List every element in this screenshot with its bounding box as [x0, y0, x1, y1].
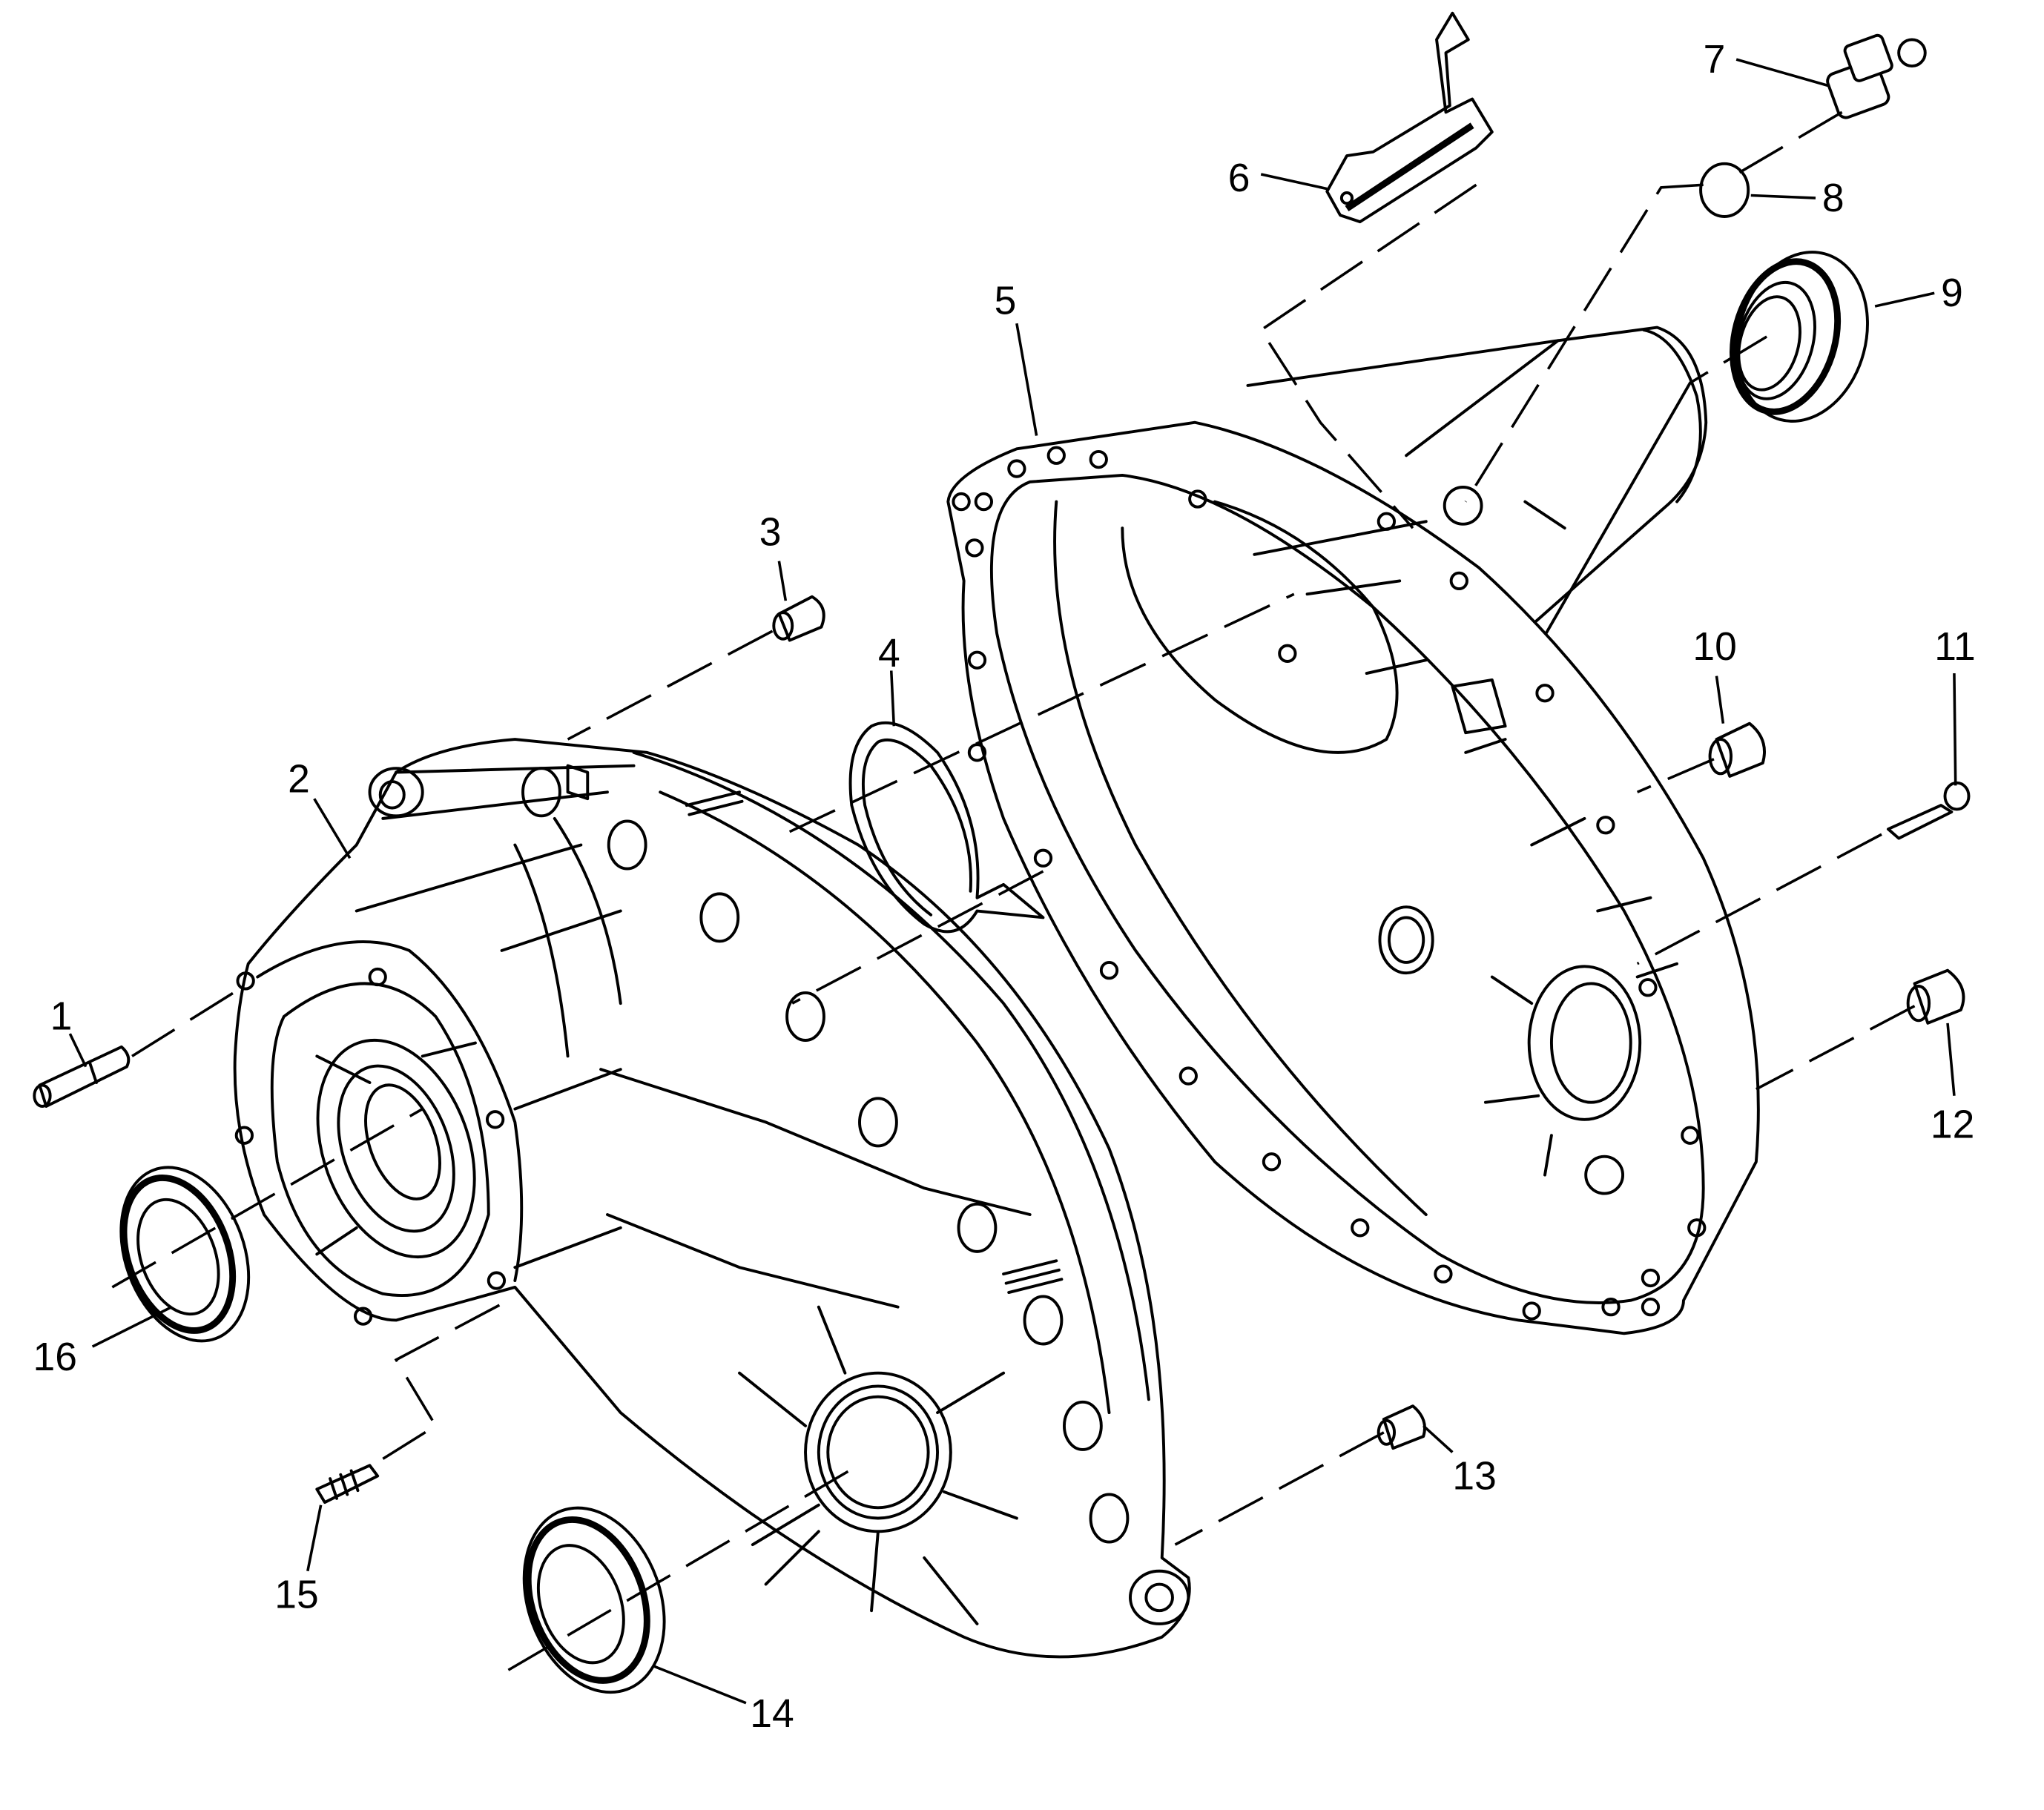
bushing-12 — [1906, 968, 1965, 1025]
bolt-11 — [1886, 781, 1971, 840]
callout-label: 2 — [288, 757, 310, 801]
callout-8: 8 — [1750, 176, 1844, 220]
callout-3: 3 — [759, 510, 788, 601]
callout-10: 10 — [1692, 625, 1737, 724]
callout-7: 7 — [1704, 38, 1830, 87]
dowel-sleeve-13 — [1377, 1404, 1426, 1450]
callout-label: 8 — [1822, 176, 1844, 220]
dowel-pin — [33, 1045, 131, 1108]
vent-fitting — [315, 1464, 380, 1505]
callout-2: 2 — [288, 757, 352, 859]
snap-ring — [848, 721, 1045, 934]
callout-label: 16 — [33, 1335, 77, 1379]
callout-label: 13 — [1452, 1454, 1496, 1498]
callout-label: 7 — [1704, 38, 1726, 82]
callout-label: 3 — [759, 510, 782, 554]
callout-label: 4 — [878, 632, 900, 676]
callout-label: 6 — [1228, 156, 1250, 200]
input-seal — [119, 1166, 251, 1343]
rear-housing — [946, 326, 1760, 1335]
callout-12: 12 — [1931, 1023, 1974, 1147]
callouts: 1 2 3 4 5 6 7 8 — [33, 38, 1976, 1736]
callout-label: 9 — [1941, 271, 1963, 315]
front-housing — [233, 738, 1191, 1659]
callout-label: 15 — [274, 1573, 318, 1617]
callout-9: 9 — [1874, 271, 1963, 315]
bolt-holes — [952, 446, 1707, 1321]
callout-13: 13 — [1422, 1424, 1497, 1498]
callout-6: 6 — [1228, 156, 1328, 200]
callout-15: 15 — [274, 1505, 323, 1617]
sensor-plug — [1826, 33, 1927, 119]
callout-16: 16 — [33, 1306, 173, 1379]
callout-label: 5 — [995, 280, 1017, 323]
callout-label: 1 — [50, 995, 73, 1039]
callout-label: 11 — [1934, 625, 1975, 669]
wiring-bracket — [1325, 11, 1494, 224]
o-ring — [1699, 162, 1750, 218]
callout-label: 12 — [1931, 1103, 1974, 1147]
callout-4: 4 — [878, 632, 900, 727]
callout-label: 14 — [750, 1692, 794, 1736]
callout-1: 1 — [50, 995, 88, 1068]
callout-5: 5 — [995, 280, 1038, 436]
rear-output-seal — [1729, 251, 1869, 423]
callout-14: 14 — [653, 1665, 794, 1736]
callout-11: 11 — [1934, 625, 1976, 786]
bushing-10 — [1708, 721, 1766, 778]
dowel-sleeve-3 — [772, 595, 825, 642]
assembly-lines — [111, 110, 1916, 1671]
callout-label: 10 — [1692, 625, 1736, 669]
front-output-seal — [522, 1506, 666, 1694]
